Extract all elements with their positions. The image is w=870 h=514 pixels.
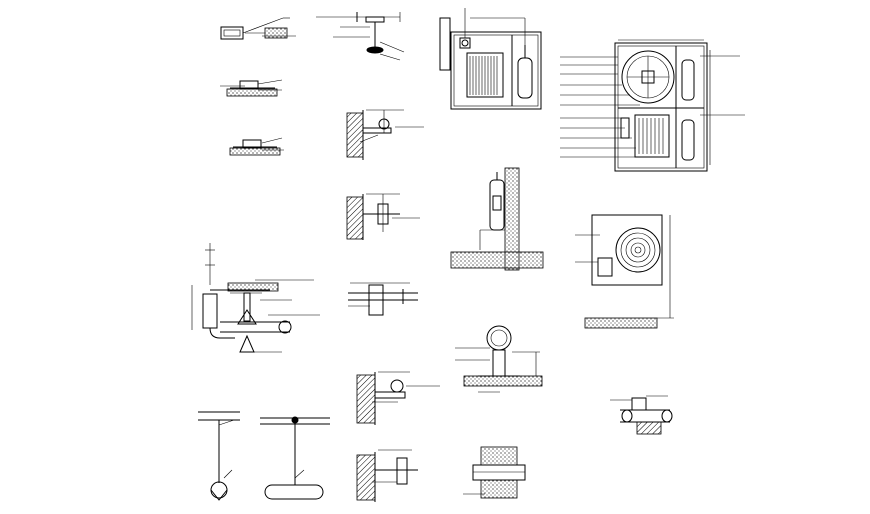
detail-pipe-support-2 — [220, 79, 283, 97]
detail-pipe-stanchion — [455, 325, 543, 393]
detail-pipe-sleeve — [463, 446, 526, 499]
detail-pipe-support-3 — [229, 137, 284, 156]
detail-wall-bracket-4 — [356, 449, 418, 502]
detail-recessed-hose-reel — [575, 214, 674, 329]
detail-wall-bracket-1 — [346, 109, 424, 160]
detail-beam-clamp — [610, 395, 673, 435]
detail-wall-bracket-2 — [346, 193, 420, 240]
leader-lines-left — [560, 56, 640, 158]
detail-hose-reel-cabinet-large — [560, 39, 745, 172]
detail-clamp-1 — [220, 17, 296, 40]
detail-column-extinguisher — [450, 167, 544, 271]
detail-hanger-clevis — [198, 411, 240, 501]
detail-flange-bracket — [348, 282, 418, 316]
detail-hanger-pipe-roll — [260, 416, 330, 500]
detail-hanger-rod — [316, 12, 405, 61]
detail-extinguisher-cabinet-small — [439, 8, 542, 110]
detail-wall-bracket-3 — [356, 371, 440, 425]
detail-pipe-riser-assembly — [191, 243, 320, 353]
